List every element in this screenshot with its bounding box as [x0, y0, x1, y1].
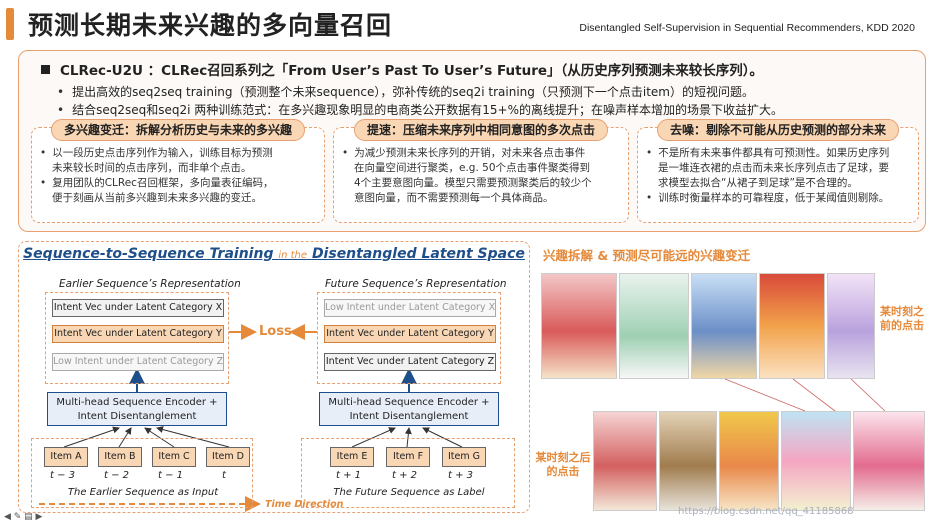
earlier-sequence-group: Item A Item B Item C Item D t − 3 t − 2 …: [31, 438, 253, 508]
diagram-arrows: [39, 324, 463, 512]
summary-panel: CLRec-U2U ：CLRec召回系列之「From User’s Past T…: [18, 50, 926, 232]
slide-header: 预测长期未来兴趣的多向量召回 Disentangled Self-Supervi…: [0, 0, 935, 46]
card-line: 复用团队的CLRec召回框架，多向量表征编码，: [40, 176, 318, 191]
card-line: 在向量空间进行聚类，e.g. 50个点击事件聚类得到: [354, 162, 590, 174]
diagram-title-main: Sequence-to-Sequence Training: [23, 246, 274, 262]
intent-vector: Intent Vec under Latent Category Z: [324, 353, 496, 371]
time-step: t − 3: [50, 470, 76, 481]
summary-headline: CLRec-U2U ：CLRec召回系列之「From User’s Past T…: [41, 59, 763, 79]
paper-citation: Disentangled Self-Supervision in Sequent…: [579, 22, 915, 34]
item-box: Item E: [330, 447, 374, 467]
item-box: Item G: [442, 447, 486, 467]
card-line: 以一段历史点击序列作为输入，训练目标为预测: [40, 146, 318, 161]
diagram-title: Sequence-to-Sequence Training in the Dis…: [19, 246, 529, 262]
product-thumbnail: [659, 411, 717, 511]
product-thumbnail: [593, 411, 657, 511]
card-line: 便于刻画从当前多兴趣到未来多兴趣的变迁。: [52, 192, 262, 204]
transition-lines: [724, 378, 886, 412]
slide-title: 预测长期未来兴趣的多向量召回: [28, 11, 393, 40]
card-title: 去噪：剔除不可能从历史预测的部分未来: [656, 119, 900, 141]
card-line: 未来较长时间的点击序列，而非单个点击。: [52, 162, 252, 174]
item-box: Item B: [98, 447, 142, 467]
title-accent-bar: [6, 8, 14, 40]
card-body: 不是所有未来事件都具有可预测性。如果历史序列 是一堆连衣裙的点击而未来长序列点击…: [646, 146, 912, 206]
loss-label: Loss: [259, 324, 292, 339]
product-thumbnail: [691, 273, 757, 379]
card-title: 多兴趣变迁：拆解分析历史与未来的多兴趣: [50, 119, 306, 141]
card-line: 训练时衡量样本的可靠程度，低于某阈值则剔除。: [646, 191, 912, 206]
future-rep-box: Low Intent under Latent Category X Inten…: [317, 292, 501, 384]
label-before-clicks: 某时刻之前的点击: [880, 305, 924, 332]
card-denoise: 去噪：剔除不可能从历史预测的部分未来 不是所有未来事件都具有可预测性。如果历史序…: [637, 119, 919, 223]
card-title: 提速：压缩未来序列中相同意图的多次点击: [353, 119, 609, 141]
card-body: 以一段历史点击序列作为输入，训练目标为预测 未来较长时间的点击序列，而非单个点击…: [40, 146, 318, 206]
card-speedup: 提速：压缩未来序列中相同意图的多次点击 为减少预测未来长序列的开销，对未来各点击…: [333, 119, 629, 223]
card-line: 为减少预测未来长序列的开销，对未来各点击事件: [342, 146, 622, 161]
card-line: 意图向量，而不需要预测每一个具体商品。: [354, 192, 554, 204]
low-intent-vector: Low Intent under Latent Category X: [324, 299, 496, 317]
image-panel-title: 兴趣拆解 & 预测尽可能远的兴趣变迁: [543, 248, 751, 263]
summary-headline-text: CLRec-U2U ：CLRec召回系列之「From User’s Past T…: [60, 63, 764, 79]
intent-vector: Intent Vec under Latent Category X: [52, 299, 224, 317]
product-image-panel: 兴趣拆解 & 预测尽可能远的兴趣变迁 某时刻之前的点击 某时刻之后的点击: [535, 241, 928, 513]
seq2seq-diagram: Sequence-to-Sequence Training in the Dis…: [18, 241, 530, 513]
left-sequence-encoder: Multi-head Sequence Encoder + Intent Dis…: [47, 392, 227, 426]
time-step: t + 3: [448, 470, 474, 481]
card-multi-interest: 多兴趣变迁：拆解分析历史与未来的多兴趣 以一段历史点击序列作为输入，训练目标为预…: [31, 119, 325, 223]
product-thumbnail: [619, 273, 689, 379]
product-thumbnail: [719, 411, 779, 511]
card-line: 4个主要意图向量。模型只需要预测聚类后的较少个: [354, 177, 592, 189]
summary-bullet: 提出高效的seq2seq training（预测整个未来sequence），弥补…: [57, 83, 754, 100]
earlier-rep-box: Intent Vec under Latent Category X Inten…: [45, 292, 229, 384]
time-step: t: [222, 470, 226, 481]
future-sequence-caption: The Future Sequence as Label: [333, 487, 485, 498]
summary-bullet: 结合seq2seq和seq2i 两种训练范式：在多兴趣现象明显的电商类公开数据有…: [57, 101, 783, 118]
item-box: Item C: [152, 447, 196, 467]
slide-toolbar-icons[interactable]: ◀ ✎ ▤ ▶: [4, 512, 43, 522]
time-direction-label: Time Direction: [265, 499, 344, 510]
diagram-title-mid: in the: [278, 250, 308, 261]
intent-vector-highlight: Intent Vec under Latent Category Y: [324, 325, 496, 343]
time-step: t + 1: [336, 470, 362, 481]
square-bullet-icon: [41, 65, 50, 74]
label-after-clicks: 某时刻之后的点击: [535, 451, 591, 478]
future-rep-caption: Future Sequence’s Representation: [325, 278, 507, 290]
card-body: 为减少预测未来长序列的开销，对未来各点击事件 在向量空间进行聚类，e.g. 50…: [342, 146, 622, 206]
item-box: Item A: [44, 447, 88, 467]
diagram-title-tail: Disentangled Latent Space: [311, 246, 525, 262]
time-step: t − 1: [158, 470, 184, 481]
low-intent-vector: Low Intent under Latent Category Z: [52, 353, 224, 371]
intent-vector-highlight: Intent Vec under Latent Category Y: [52, 325, 224, 343]
product-thumbnail: [827, 273, 875, 379]
product-thumbnail: [759, 273, 825, 379]
product-thumbnail: [853, 411, 925, 511]
time-step: t − 2: [104, 470, 130, 481]
earlier-sequence-caption: The Earlier Sequence as Input: [67, 487, 219, 498]
future-sequence-group: Item E Item F Item G t + 1 t + 2 t + 3 T…: [301, 438, 515, 508]
product-thumbnail: [541, 273, 617, 379]
item-box: Item F: [386, 447, 430, 467]
watermark-url: https://blog.csdn.net/qq_41185868: [678, 506, 854, 517]
card-line: 是一堆连衣裙的点击而未来长序列点击了足球，要: [658, 162, 889, 174]
time-step: t + 2: [392, 470, 418, 481]
product-thumbnail: [781, 411, 851, 511]
card-line: 不是所有未来事件都具有可预测性。如果历史序列: [646, 146, 912, 161]
card-line: 求模型去拟合“从裙子到足球”是不合理的。: [658, 177, 858, 189]
earlier-rep-caption: Earlier Sequence’s Representation: [59, 278, 241, 290]
item-box: Item D: [206, 447, 250, 467]
right-sequence-encoder: Multi-head Sequence Encoder + Intent Dis…: [319, 392, 499, 426]
